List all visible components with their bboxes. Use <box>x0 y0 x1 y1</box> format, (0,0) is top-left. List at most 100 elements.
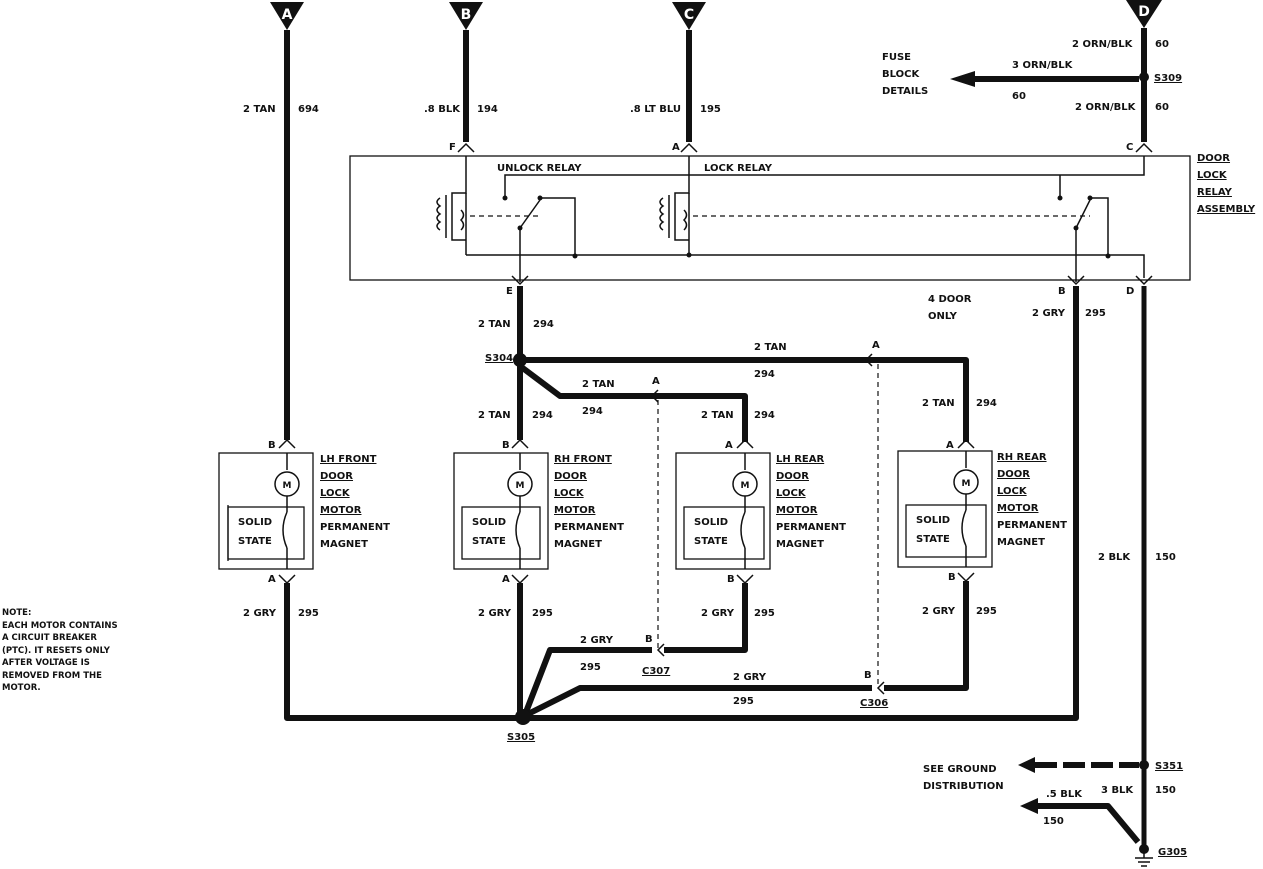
ground-5blk-arrow-icon <box>1020 798 1038 814</box>
label-d-top-circuit: 60 <box>1155 39 1169 50</box>
ground-g305-label: G305 <box>1158 847 1187 858</box>
fuse-block-line2: BLOCK <box>882 69 920 80</box>
conn-c306-top-pin: A <box>872 340 880 351</box>
label-a-circuit: 694 <box>298 104 319 115</box>
rhf-name-2: DOOR <box>554 471 587 482</box>
label-rhr-out-circuit: 295 <box>976 606 997 617</box>
label-fuse-circuit: 60 <box>1012 91 1026 102</box>
label-b-relay-gauge: 2 GRY <box>1032 308 1066 319</box>
rhf-type-2: MAGNET <box>554 539 602 550</box>
pin-f-label: F <box>449 142 456 153</box>
rhr-name-3: LOCK <box>997 486 1028 497</box>
label-g5-gauge: .5 BLK <box>1046 789 1083 800</box>
rhf-name-1: RH FRONT <box>554 454 612 465</box>
c307-pin-b: B <box>645 634 653 645</box>
conn-a-arrow-lh <box>650 389 659 403</box>
splice-s305-label: S305 <box>507 732 535 743</box>
rhf-bottom-pin: A <box>502 574 510 585</box>
pin-a-label: A <box>672 142 680 153</box>
c307-label: C307 <box>642 666 670 677</box>
label-a-gauge: 2 TAN <box>243 104 276 115</box>
lhr-solid-label: SOLID <box>694 517 728 528</box>
label-d-top-gauge: 2 ORN/BLK <box>1072 39 1134 50</box>
label-c-gauge: .8 LT BLU <box>630 104 681 115</box>
lhr-motor-symbol: M <box>741 481 750 491</box>
rhr-name-1: RH REAR <box>997 452 1047 463</box>
motor-lh-front: B M SOLID STATE A LH FRONT DOOR LOCK MOT… <box>218 438 390 585</box>
rhr-type-2: MAGNET <box>997 537 1045 548</box>
rhr-motor-symbol: M <box>962 479 971 489</box>
label-rhr-in-circuit: 294 <box>976 398 997 409</box>
label-c307-gauge: 2 GRY <box>580 635 614 646</box>
motor-lh-rear: A M SOLID STATE B LH REAR DOOR LOCK MOTO… <box>675 438 846 585</box>
label-lhf-out-circuit: 295 <box>298 608 319 619</box>
lhf-bottom-pin: A <box>268 574 276 585</box>
conn-c307-top-pin: A <box>652 376 660 387</box>
label-d-mid-gauge: 2 ORN/BLK <box>1075 102 1137 113</box>
label-c-circuit: 195 <box>700 104 721 115</box>
motor-rh-front: B M SOLID STATE A RH FRONT DOOR LOCK MOT… <box>453 438 624 585</box>
splice-s304-label: S304 <box>485 353 513 364</box>
lock-coil-icon <box>659 197 665 231</box>
label-c306-circuit: 295 <box>733 696 754 707</box>
lhf-type-1: PERMANENT <box>320 522 390 533</box>
wire-rhr-295 <box>884 581 969 691</box>
lhr-name-3: LOCK <box>776 488 807 499</box>
splice-s351-label: S351 <box>1155 761 1183 772</box>
label-rhf-out-gauge: 2 GRY <box>478 608 512 619</box>
label-g3-gauge: 3 BLK <box>1101 785 1134 796</box>
label-c307-circuit: 295 <box>580 662 601 673</box>
label-b-circuit: 194 <box>477 104 498 115</box>
lhf-solid-label: SOLID <box>238 517 272 528</box>
connector-c-marker: C <box>672 2 706 30</box>
pin-c-arrow <box>1135 142 1153 153</box>
motor-rh-rear: A M SOLID STATE B RH REAR DOOR LOCK MOTO… <box>897 438 1067 583</box>
rhf-type-1: PERMANENT <box>554 522 624 533</box>
wire-s304-lh-rear <box>518 363 748 442</box>
ground-dist-arrow-icon <box>1018 757 1035 773</box>
connector-a-letter: A <box>282 7 293 23</box>
label-rhf-out-circuit: 295 <box>532 608 553 619</box>
wire-c306-s305 <box>526 685 872 717</box>
connector-b-marker: B <box>449 2 483 30</box>
label-s304m-circuit: 294 <box>582 406 603 417</box>
conn-a-arrow-rh <box>864 353 873 367</box>
splice-s351 <box>1139 760 1149 770</box>
label-d-relay-gauge: 2 BLK <box>1098 552 1131 563</box>
connector-d-letter: D <box>1138 4 1150 20</box>
fuse-arrow-icon <box>950 71 975 87</box>
lhr-top-pin: A <box>725 440 733 451</box>
lhr-type-1: PERMANENT <box>776 522 846 533</box>
pin-e-label: E <box>506 286 513 297</box>
unlock-coil-lead <box>451 156 467 241</box>
label-lhf-out-gauge: 2 GRY <box>243 608 277 619</box>
rhr-type-1: PERMANENT <box>997 520 1067 531</box>
label-rhr-in-gauge: 2 TAN <box>922 398 955 409</box>
c307-arrow <box>656 643 665 657</box>
rhr-state-label: STATE <box>916 534 950 545</box>
pin-d-label: D <box>1126 286 1134 297</box>
rhr-bottom-pin: B <box>948 572 956 583</box>
lhf-top-pin: B <box>268 440 276 451</box>
relay-title-3: RELAY <box>1197 187 1233 198</box>
lock-coil-lead <box>674 156 690 241</box>
splice-s309-label: S309 <box>1154 73 1182 84</box>
unlock-coil-icon <box>436 197 442 231</box>
lhf-name-2: DOOR <box>320 471 353 482</box>
relay-assembly-box <box>349 155 1191 281</box>
lhf-type-2: MAGNET <box>320 539 368 550</box>
c306-label: C306 <box>860 698 888 709</box>
rhr-name-2: DOOR <box>997 469 1030 480</box>
rhf-top-pin: B <box>502 440 510 451</box>
label-e-circuit: 294 <box>533 319 554 330</box>
relay-title-1: DOOR <box>1197 153 1230 164</box>
label-lhr-out-circuit: 295 <box>754 608 775 619</box>
wire-lhf-295 <box>284 583 520 721</box>
ground-icon <box>1135 844 1153 867</box>
rhf-name-3: LOCK <box>554 488 585 499</box>
four-door-line1: 4 DOOR <box>928 294 972 305</box>
label-g3-circuit: 150 <box>1155 785 1176 796</box>
label-d-relay-circuit: 150 <box>1155 552 1176 563</box>
label-e-gauge: 2 TAN <box>478 319 511 330</box>
